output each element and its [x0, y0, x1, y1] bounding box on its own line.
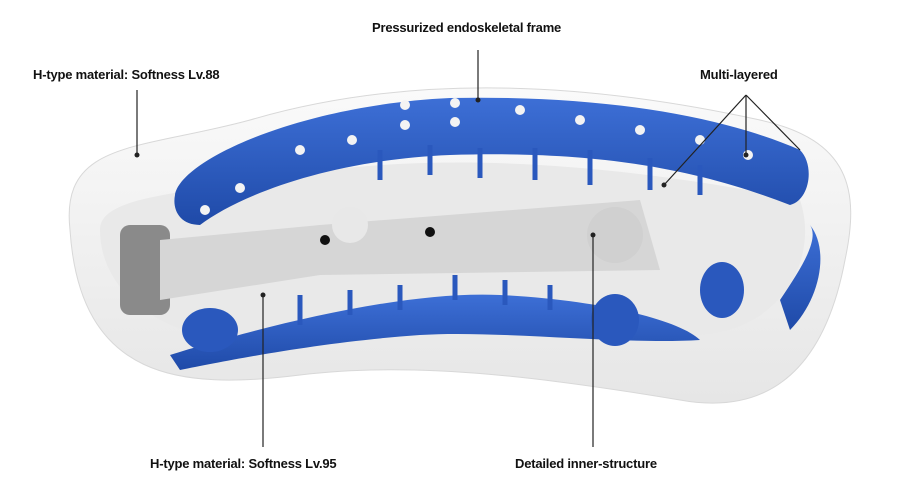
bottom-nub-right	[700, 262, 744, 318]
inner-structure	[120, 200, 660, 315]
label-multi-layered: Multi-layered	[700, 67, 778, 82]
label-frame: Pressurized endoskeletal frame	[372, 20, 562, 35]
bottom-nub-mid	[591, 294, 639, 346]
label-inner-structure: Detailed inner-structure	[515, 456, 657, 471]
bottom-nub-left	[182, 308, 238, 352]
frame-ribs	[297, 145, 703, 325]
right-frame	[780, 225, 821, 330]
leader-dots	[134, 97, 749, 298]
label-outer-material: H-type material: Softness Lv.88	[33, 67, 220, 82]
label-inner-material: H-type material: Softness Lv.95	[150, 456, 337, 471]
frame-holes	[200, 98, 753, 215]
top-frame	[174, 97, 809, 225]
leader-lines	[136, 50, 801, 447]
bottom-frame	[170, 294, 700, 370]
